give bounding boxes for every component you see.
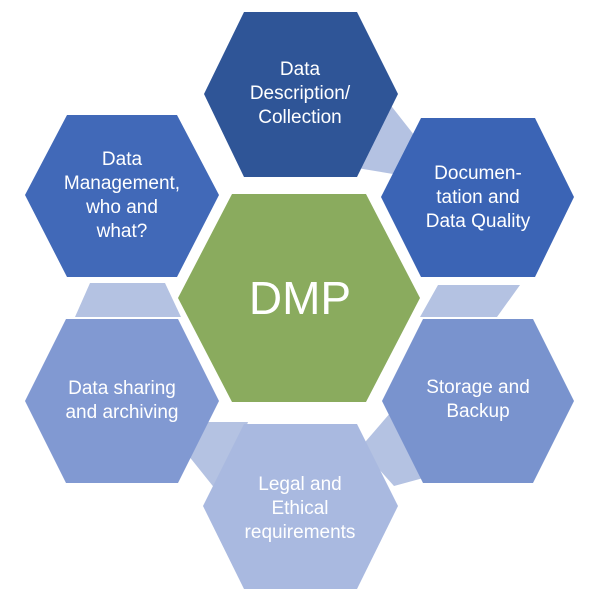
label-sharing: Data sharing and archiving xyxy=(48,371,196,431)
label-line: Data sharing xyxy=(68,378,176,399)
hexagon-management xyxy=(25,115,219,277)
label-line: Documen- xyxy=(434,163,522,184)
hexagon-documentation xyxy=(381,118,574,277)
label-line: Ethical xyxy=(271,498,329,519)
label-line: who and xyxy=(86,197,158,218)
label-line: Backup xyxy=(446,401,510,422)
label-line: Storage and xyxy=(426,377,530,398)
label-line: what? xyxy=(96,221,148,242)
hexagon-storage xyxy=(382,319,574,483)
label-center-dmp: DMP xyxy=(220,268,380,328)
hexagon-legal xyxy=(203,424,398,589)
label-line: requirements xyxy=(244,522,356,543)
hexagon-data-description xyxy=(204,12,398,177)
label-line: DMP xyxy=(248,272,352,324)
label-line: Data xyxy=(101,149,143,170)
label-line: Description/ xyxy=(249,83,351,104)
label-text: DMP xyxy=(249,272,351,324)
connector-legal-sharing xyxy=(184,422,248,495)
label-line: tation and xyxy=(436,187,520,208)
hexagon-center-dmp xyxy=(178,194,420,402)
label-line: Data xyxy=(279,59,321,80)
connector-storage-legal xyxy=(360,412,427,486)
label-text: Data sharing and archiving xyxy=(65,377,178,425)
label-line: and archiving xyxy=(65,402,179,423)
connector-sharing-management xyxy=(75,283,181,317)
connector-documentation-storage xyxy=(420,285,520,317)
label-line: Legal and xyxy=(258,474,342,495)
hexagon-sharing xyxy=(25,319,219,483)
label-line: Management, xyxy=(63,173,181,194)
label-line: Collection xyxy=(258,107,342,128)
label-line: Data Quality xyxy=(425,211,531,232)
